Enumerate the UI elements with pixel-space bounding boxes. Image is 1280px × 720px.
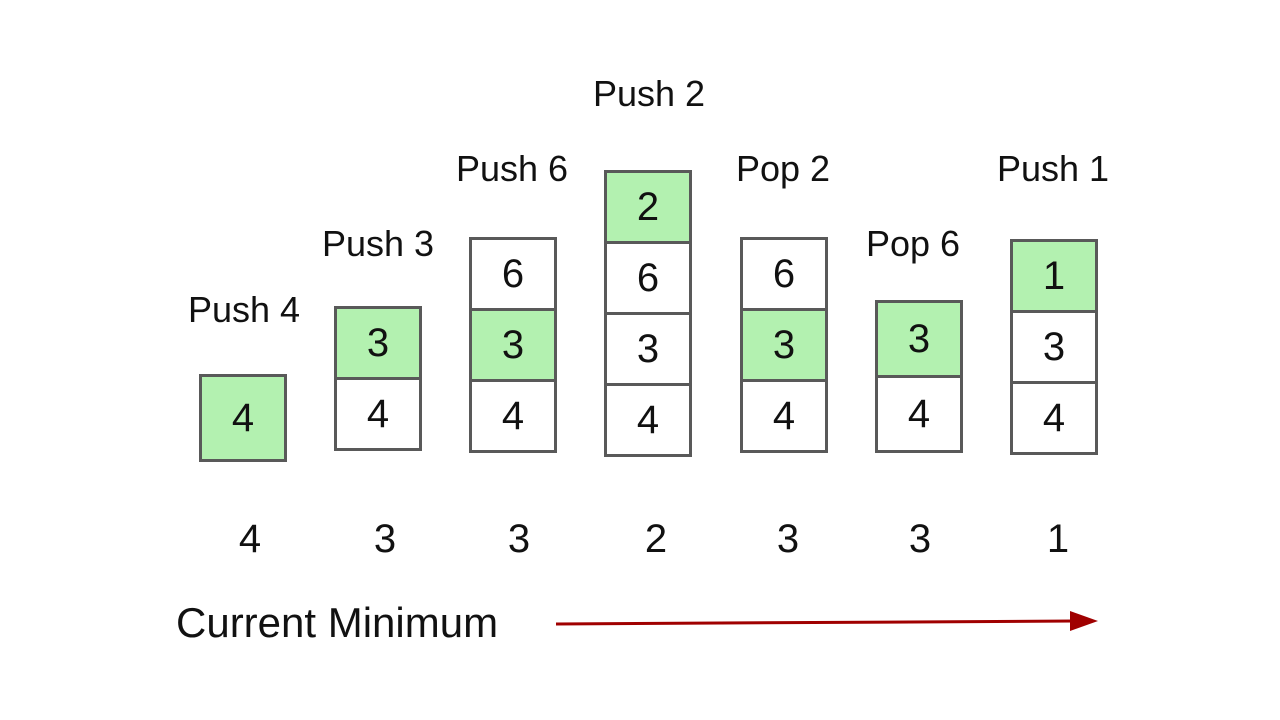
current-minimum-value: 3	[373, 517, 397, 561]
stack-cell: 4	[472, 382, 554, 450]
operation-label: Push 3	[321, 223, 435, 264]
operation-label: Pop 6	[865, 223, 961, 264]
operation-label: Push 4	[187, 289, 301, 330]
right-arrow-icon	[555, 611, 1098, 631]
stack-cell: 4	[202, 377, 284, 459]
stack-cell: 4	[1013, 384, 1095, 452]
current-minimum-value: 4	[238, 517, 262, 561]
stack: 3 4	[875, 300, 963, 453]
stack: 3 4	[334, 306, 422, 451]
operation-label: Push 6	[455, 148, 569, 189]
stack-cell: 3	[607, 315, 689, 383]
current-minimum-value: 2	[644, 517, 668, 561]
stack-cell: 6	[743, 240, 825, 308]
current-minimum-value: 3	[908, 517, 932, 561]
stack: 4	[199, 374, 287, 462]
stack: 2 6 3 4	[604, 170, 692, 457]
stack-cell: 6	[607, 244, 689, 312]
stack-cell: 1	[1013, 242, 1095, 310]
stack-cell: 6	[472, 240, 554, 308]
operation-label: Push 2	[592, 73, 706, 114]
stack: 1 3 4	[1010, 239, 1098, 455]
stack-cell: 4	[878, 378, 960, 450]
stack-cell: 4	[607, 386, 689, 454]
stack: 6 3 4	[740, 237, 828, 453]
current-minimum-value: 1	[1046, 517, 1070, 561]
stack-cell: 3	[878, 303, 960, 375]
stack-cell: 3	[472, 311, 554, 379]
stack-cell: 2	[607, 173, 689, 241]
stack-cell: 3	[337, 309, 419, 377]
stack-cell: 4	[337, 380, 419, 448]
current-minimum-caption: Current Minimum	[176, 599, 499, 646]
stack-cell: 4	[743, 382, 825, 450]
stack: 6 3 4	[469, 237, 557, 453]
operation-label: Pop 2	[735, 148, 831, 189]
operation-label: Push 1	[996, 148, 1110, 189]
stack-cell: 3	[743, 311, 825, 379]
current-minimum-value: 3	[776, 517, 800, 561]
stack-cell: 3	[1013, 313, 1095, 381]
current-minimum-value: 3	[507, 517, 531, 561]
